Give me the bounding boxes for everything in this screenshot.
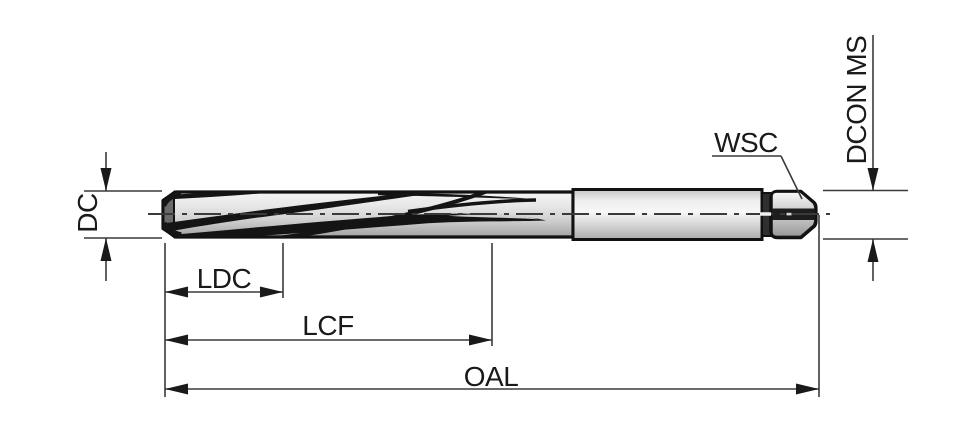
dc-arrow-up <box>100 238 112 261</box>
lcf-label: LCF <box>302 310 353 341</box>
labels: DC LDC LCF OAL WSC DCON MS <box>72 36 872 392</box>
oal-arrow-right <box>796 383 819 395</box>
flutes <box>163 192 546 237</box>
ldc-label: LDC <box>197 263 252 294</box>
flute-highlight <box>448 214 538 220</box>
square-drive-top-face <box>772 192 815 209</box>
flute-band <box>378 192 537 200</box>
square-drive-center-dash <box>786 212 792 216</box>
oal-arrow-left <box>165 383 188 395</box>
dim-dcon <box>823 35 908 281</box>
dim-ldc <box>165 243 284 298</box>
wsc-leader-line <box>780 155 803 200</box>
dim-dc <box>84 152 162 281</box>
ldc-arrow-left <box>165 286 188 298</box>
lcf-arrow-right <box>469 334 492 346</box>
tip-corner-shade-bottom <box>163 221 182 237</box>
wsc-label: WSC <box>714 127 778 158</box>
lcf-arrow-left <box>165 334 188 346</box>
dc-label: DC <box>72 193 103 233</box>
dc-arrow-down <box>100 168 112 191</box>
dcon-arrow-up <box>867 239 879 262</box>
dcon-arrow-down <box>867 168 879 191</box>
ldc-arrow-right <box>260 286 283 298</box>
oal-label: OAL <box>464 361 519 392</box>
reamer-tool <box>148 188 830 241</box>
dimensions <box>84 35 908 397</box>
tip-corner-shade-top <box>163 192 182 208</box>
dcon-label: DCON MS <box>841 36 872 165</box>
square-drive <box>769 189 818 240</box>
dim-lcf <box>165 243 493 346</box>
square-drive-bottom-face <box>772 220 815 236</box>
wsc-leader <box>712 155 803 200</box>
dim-oal <box>165 215 820 397</box>
flute-band <box>265 192 493 237</box>
